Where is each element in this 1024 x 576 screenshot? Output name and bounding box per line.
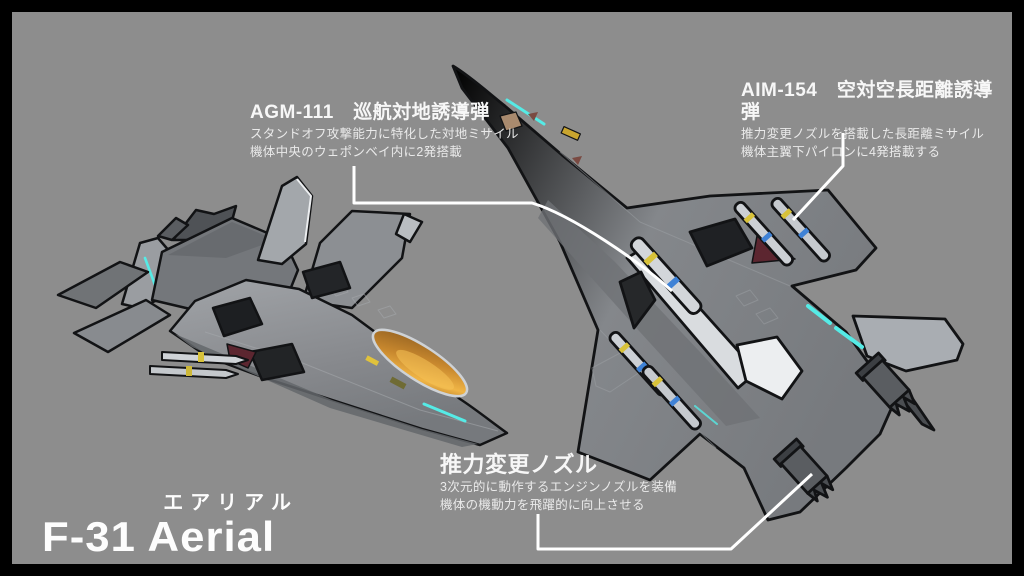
callout-nozzle-line1: 3次元的に動作するエンジンノズルを装備 xyxy=(440,480,678,495)
missile-aim xyxy=(770,196,831,263)
far-wingtip xyxy=(394,212,424,244)
aircraft-scene xyxy=(56,64,965,551)
callout-leader-nozzle xyxy=(536,472,814,551)
weapon-bay-door xyxy=(735,335,804,401)
glow-strip xyxy=(694,405,718,425)
callout-nozzle-heading: 推力変更ノズル xyxy=(440,452,598,477)
chin-intake xyxy=(248,342,306,382)
glow-strip xyxy=(422,402,467,423)
formation-light xyxy=(389,376,407,390)
callout-nozzle: 推力変更ノズル 3次元的に動作するエンジンノズルを装備 機体の機動力を飛躍的に向… xyxy=(440,452,677,513)
callout-nozzle-line2: 機体の機動力を飛躍的に向上させる xyxy=(440,498,645,513)
missile-aim xyxy=(641,364,702,431)
callout-agm-line2: 機体中央のウェポンベイ内に2発搭載 xyxy=(250,144,463,159)
callout-aim-heading: AIM-154 空対空長距離誘導弾 xyxy=(741,80,993,123)
missile xyxy=(161,351,249,365)
illustration-canvas: AGM-111 巡航対地誘導弾 スタンドオフ攻撃能力に特化した対地ミサイル 機体… xyxy=(12,12,1012,564)
nose-marking xyxy=(572,156,582,165)
callout-agm-line1: スタンドオフ攻撃能力に特化した対地ミサイル xyxy=(250,126,519,141)
callout-aim: AIM-154 空対空長距離誘導弾 推力変更ノズルを搭載した長距離ミサイル 機体… xyxy=(741,80,1012,160)
stabilator xyxy=(72,298,172,354)
callout-agm-heading: AGM-111 巡航対地誘導弾 xyxy=(250,102,490,123)
glow-strip xyxy=(806,304,832,325)
callout-leader-agm xyxy=(352,166,674,293)
rear-deck-shadow xyxy=(168,222,276,258)
title-block: エアリアル F-31 Aerial xyxy=(42,486,300,558)
fin-edge-highlight xyxy=(296,178,312,243)
intake-panel xyxy=(301,260,352,300)
glow-strip xyxy=(834,326,864,349)
engine-nozzle xyxy=(854,351,917,417)
missile xyxy=(149,365,239,379)
far-stabilator-tip xyxy=(156,216,190,242)
formation-light xyxy=(365,355,380,366)
nose-marking xyxy=(528,112,538,121)
callout-aim-line2: 機体主翼下パイロンに4発搭載する xyxy=(741,144,941,159)
engine-nozzle xyxy=(772,437,835,503)
callout-aim-line1: 推力変更ノズルを搭載した長距離ミサイル xyxy=(741,126,985,141)
title-japanese: エアリアル xyxy=(163,492,298,514)
stabilator xyxy=(56,260,150,310)
callout-agm: AGM-111 巡航対地誘導弾 スタンドオフ攻撃能力に特化した対地ミサイル 機体… xyxy=(250,102,519,160)
intake-panel xyxy=(211,296,264,338)
glow-strip xyxy=(143,256,157,287)
left-aircraft-illustration xyxy=(56,175,509,447)
title-english: F-31 Aerial xyxy=(42,513,276,560)
intake-panel xyxy=(618,270,657,330)
callout-leader-aim xyxy=(791,133,845,222)
right-aircraft-illustration xyxy=(451,64,965,522)
missile-aim xyxy=(733,200,794,267)
fuselage-shadow xyxy=(538,200,760,426)
tail-fin xyxy=(256,175,314,266)
glow-strip xyxy=(505,98,546,126)
canopy xyxy=(371,328,469,398)
nose-marking xyxy=(499,111,523,132)
nose-marking xyxy=(560,125,582,141)
intake-panel xyxy=(688,217,754,268)
